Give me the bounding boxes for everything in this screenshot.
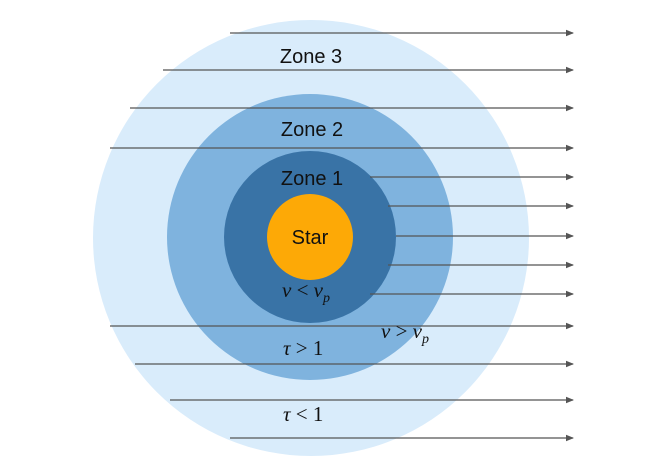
tau-gt-op: > [291,336,313,360]
tau-gt-lhs: τ [283,336,292,360]
nu-gt-rhs: ν [413,319,423,343]
nu-gt-op: > [390,319,412,343]
tau-greater-than-1-label: τ > 1 [283,336,323,360]
nu-lt-sub: p [322,291,330,306]
nu-gt-lhs: ν [381,319,391,343]
rays-group [110,29,574,442]
nu-gt-sub: p [421,332,429,347]
zone2-label: Zone 2 [281,119,343,141]
tau-less-than-1-label: τ < 1 [283,402,323,426]
nu-greater-than-nu-p-label: ν > νp [381,319,429,347]
tau-lt-rhs: 1 [313,402,324,426]
nu-lt-lhs: ν [282,278,292,302]
tau-lt-lhs: τ [283,402,292,426]
tau-gt-rhs: 1 [313,336,324,360]
zone3-label: Zone 3 [280,46,342,68]
star-disc [267,194,353,280]
nu-less-than-nu-p-label: ν < νp [282,278,330,306]
tau-lt-op: < [291,402,313,426]
zone1-label: Zone 1 [281,168,343,190]
nu-lt-op: < [291,278,313,302]
star-label: Star [292,227,329,249]
nu-lt-rhs: ν [314,278,324,302]
